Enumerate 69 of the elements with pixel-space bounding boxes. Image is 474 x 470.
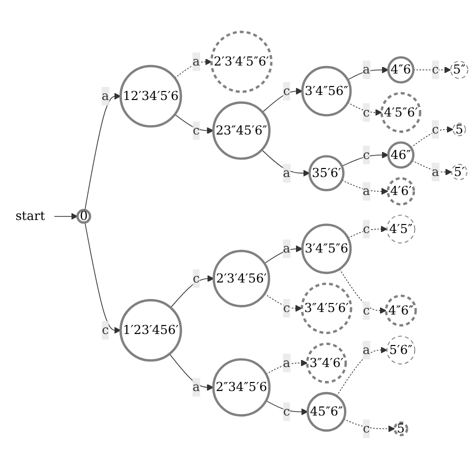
node-circle: 2′3′4′56′ xyxy=(212,250,270,308)
edge-label: a xyxy=(362,342,370,358)
arrow xyxy=(347,102,382,116)
edge-label: c xyxy=(102,322,109,338)
node-circle: 46″ xyxy=(387,141,415,169)
edge-label: c xyxy=(283,404,290,419)
arrow xyxy=(266,360,308,374)
arrow xyxy=(264,293,302,312)
edge-label: c xyxy=(283,300,290,316)
edge-label: a xyxy=(362,184,370,198)
edge-label: c xyxy=(192,270,200,286)
node-text: start xyxy=(15,208,46,224)
arrow xyxy=(54,212,78,220)
arrow xyxy=(84,222,121,334)
arrow xyxy=(412,66,451,74)
node-circle: 4′6′ xyxy=(386,177,416,206)
node-circle: 5 xyxy=(393,421,408,436)
arrow xyxy=(348,226,388,239)
arrow xyxy=(266,400,308,416)
arrow xyxy=(336,346,388,396)
arrow xyxy=(262,88,303,113)
node-circle: 4′5″ xyxy=(386,214,416,244)
node-circle: 3′4″56″ xyxy=(301,66,352,116)
arrow xyxy=(342,180,388,195)
arrow xyxy=(261,149,310,177)
node-circle: 2′3′4′5″6′ xyxy=(210,30,272,93)
edge-label: c xyxy=(362,221,370,236)
node-circle: 3″4′6′ xyxy=(306,342,347,384)
node-circle: 2″34″5′6 xyxy=(212,358,271,417)
edge-label: c xyxy=(362,302,370,318)
node-circle: 35′6′ xyxy=(308,155,345,192)
node-circle: 45″6″ xyxy=(306,392,346,432)
edge-label: a xyxy=(432,164,440,179)
arrow xyxy=(174,58,212,78)
edge-label: c xyxy=(192,122,200,138)
edge-label: a xyxy=(362,62,370,77)
edge-label: c xyxy=(283,83,290,98)
node-circle: 5′6″ xyxy=(386,336,416,364)
edge-label: a xyxy=(102,88,110,104)
node-circle: 0 xyxy=(76,208,92,224)
edge-label: a xyxy=(282,355,290,370)
edge-label: c xyxy=(362,147,370,162)
node-circle: 4′5″6′ xyxy=(380,92,422,133)
node-circle: 4″6 xyxy=(387,56,415,84)
node-circle: 12′34′5′6 xyxy=(119,64,182,128)
edge-label: c xyxy=(432,62,439,77)
edge-label: a xyxy=(192,380,200,394)
edge-label: c xyxy=(362,421,370,436)
arrow xyxy=(169,354,214,391)
arrow xyxy=(410,126,454,148)
node-circle: 1′23′456′ xyxy=(119,299,182,362)
node-circle: 5′ xyxy=(451,164,468,180)
edge-label: a xyxy=(282,241,290,256)
arrow xyxy=(343,418,395,432)
node-circle: 3′4″5″6 xyxy=(301,224,352,274)
node-circle: 5 xyxy=(452,122,466,136)
arrow xyxy=(339,268,386,314)
edge-label: c xyxy=(432,122,439,136)
node-circle: 5″ xyxy=(450,60,468,79)
edge-label: a xyxy=(192,54,200,69)
arrow xyxy=(170,275,214,308)
node-circle: 23″45′6″ xyxy=(212,101,271,160)
node-circle: 4″6″ xyxy=(384,294,417,327)
arrow xyxy=(84,92,121,211)
arrow xyxy=(412,160,452,176)
arrow xyxy=(342,152,389,167)
edge-label: c xyxy=(362,104,370,120)
edge-label: a xyxy=(282,165,290,180)
node-circle: 3″4′5′6′ xyxy=(300,282,352,334)
